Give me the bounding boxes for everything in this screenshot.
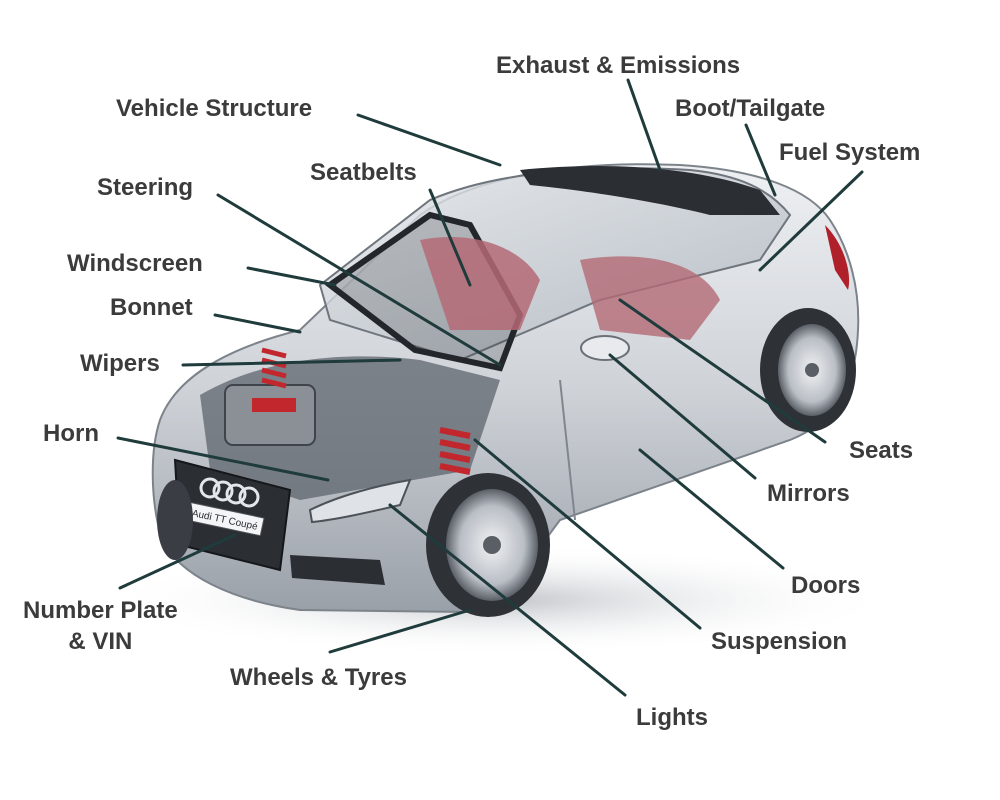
engine-red-strip bbox=[252, 398, 296, 412]
door-line bbox=[559, 379, 576, 521]
label-seatbelts: Seatbelts bbox=[310, 159, 417, 186]
label-exhaust-emissions: Exhaust & Emissions bbox=[496, 52, 741, 79]
leader-fuel bbox=[758, 170, 864, 272]
car-seats-interior bbox=[580, 256, 720, 340]
leader-number-plate bbox=[118, 533, 237, 590]
leader-mirrors bbox=[608, 353, 757, 480]
label-wheels-tyres: Wheels & Tyres bbox=[230, 664, 407, 691]
leader-wheels bbox=[328, 608, 472, 654]
leader-vehicle-structure bbox=[356, 113, 502, 167]
label-vehicle-structure: Vehicle Structure bbox=[116, 95, 313, 122]
leader-suspension bbox=[473, 438, 702, 630]
front-wheel bbox=[426, 473, 550, 617]
car-roof-panel bbox=[520, 166, 780, 215]
engine-cover bbox=[224, 384, 316, 446]
leader-boot bbox=[744, 123, 777, 197]
rear-wheel bbox=[760, 308, 856, 432]
label-number-plate-vin: Number Plate & VIN bbox=[23, 595, 178, 657]
car-illustration: Audi TT Coupé bbox=[151, 163, 860, 617]
label-fuel-system: Fuel System bbox=[779, 139, 921, 166]
leader-lights bbox=[388, 503, 627, 697]
leader-seatbelts bbox=[428, 188, 472, 287]
leader-wipers bbox=[181, 358, 402, 367]
front-wheel-left-partial bbox=[157, 480, 193, 560]
leader-windscreen bbox=[246, 266, 337, 287]
side-mirror bbox=[580, 335, 630, 361]
label-bonnet: Bonnet bbox=[110, 294, 193, 321]
label-boot-tailgate: Boot/Tailgate bbox=[675, 95, 826, 122]
label-steering: Steering bbox=[97, 174, 194, 201]
leader-exhaust bbox=[626, 78, 662, 172]
leader-doors bbox=[638, 448, 785, 570]
label-horn: Horn bbox=[43, 420, 99, 447]
label-mirrors: Mirrors bbox=[767, 480, 850, 507]
label-number-plate-line1: Number Plate bbox=[23, 597, 178, 624]
car-interior bbox=[420, 236, 540, 330]
leader-seats bbox=[618, 298, 827, 444]
tail-light bbox=[825, 225, 850, 290]
lower-grille bbox=[290, 555, 385, 585]
leader-horn bbox=[116, 436, 330, 482]
label-suspension: Suspension bbox=[711, 628, 848, 655]
label-windscreen: Windscreen bbox=[67, 250, 203, 277]
leader-lines bbox=[116, 78, 864, 697]
front-spring-right bbox=[439, 427, 471, 475]
leader-steering bbox=[216, 193, 502, 367]
label-number-plate-line2: & VIN bbox=[68, 628, 133, 656]
label-lights: Lights bbox=[636, 704, 708, 731]
label-seats: Seats bbox=[849, 437, 914, 464]
headlight bbox=[308, 478, 412, 524]
label-doors: Doors bbox=[791, 572, 861, 599]
leader-bonnet bbox=[213, 313, 302, 334]
label-wipers: Wipers bbox=[80, 350, 160, 377]
audi-rings-logo bbox=[199, 477, 260, 508]
